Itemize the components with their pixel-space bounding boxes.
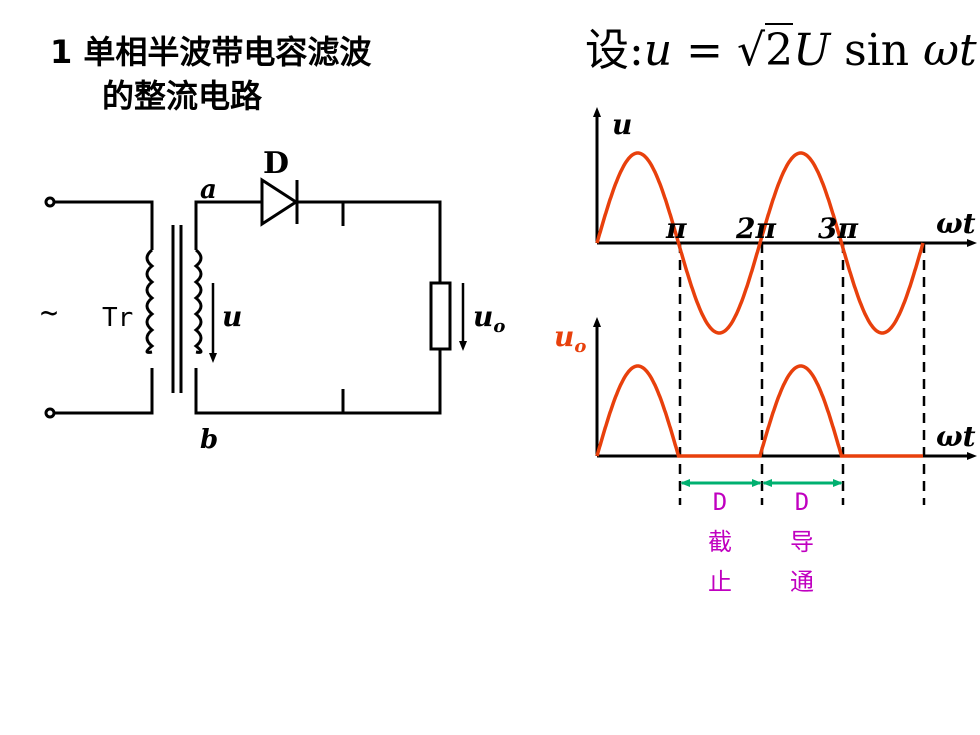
title-line-1: 1 单相半波带电容滤波: [50, 33, 372, 71]
input-terminal-top: [44, 196, 56, 208]
cutoff-line3: 止: [708, 568, 732, 596]
formula-u: u: [643, 25, 673, 76]
node-b-label: b: [200, 425, 218, 455]
state-label-conducting: D 导 通: [790, 488, 814, 596]
sqrt-sign: √: [737, 25, 766, 76]
formula-U: U: [793, 25, 831, 76]
title-line-2: 的整流电路: [102, 77, 263, 115]
state-label-cutoff: D 截 止: [708, 488, 732, 596]
formula-sin: sin: [830, 25, 924, 76]
node-a-label: a: [200, 175, 217, 205]
formula-equals: =: [672, 25, 738, 76]
x-axis-label-top: ωt: [936, 207, 976, 240]
top-axis-label: u: [612, 108, 632, 141]
conducting-line1: D: [795, 488, 809, 516]
input-terminal-bottom: [44, 407, 56, 419]
diode-label: D: [263, 146, 289, 181]
tick-3pi: 3π: [818, 212, 858, 245]
rectified-output-wave: [595, 364, 923, 458]
cutoff-line2: 截: [708, 528, 732, 556]
tick-2pi: 2π: [735, 212, 776, 245]
primary-wire-bottom: [54, 368, 154, 415]
formula-prefix: 设:: [585, 25, 644, 76]
secondary-wire-bottom: [194, 349, 442, 415]
secondary-wire-top: [194, 200, 262, 250]
diode-triangle: [260, 177, 299, 227]
u-label: u: [222, 300, 242, 333]
conducting-line2: 导: [790, 528, 814, 556]
output-wire-top: [297, 200, 442, 283]
bottom-axis-label: uo: [554, 320, 586, 357]
uo-label: uo: [473, 300, 505, 337]
cutoff-line1: D: [713, 488, 727, 516]
load-resistor: [429, 281, 452, 351]
primary-coil: [145, 248, 155, 354]
circuit: [44, 177, 467, 419]
transformer-label: Tr: [102, 303, 133, 333]
ac-source-symbol: ~: [40, 296, 58, 331]
secondary-coil: [193, 248, 203, 354]
tick-pi: π: [665, 212, 687, 245]
sqrt-argument: 2: [765, 23, 794, 76]
section-title: 1 单相半波带电容滤波 的整流电路: [50, 30, 371, 118]
formula-arg: ωt: [923, 25, 977, 76]
x-axis-label-bottom: ωt: [936, 420, 976, 453]
primary-wire-top: [54, 200, 154, 250]
voltage-formula: 设:u = √2U sin ωt: [585, 14, 977, 78]
conducting-line3: 通: [790, 568, 814, 596]
input-sine-wave: [595, 151, 925, 335]
waveform-plot: [593, 107, 977, 505]
